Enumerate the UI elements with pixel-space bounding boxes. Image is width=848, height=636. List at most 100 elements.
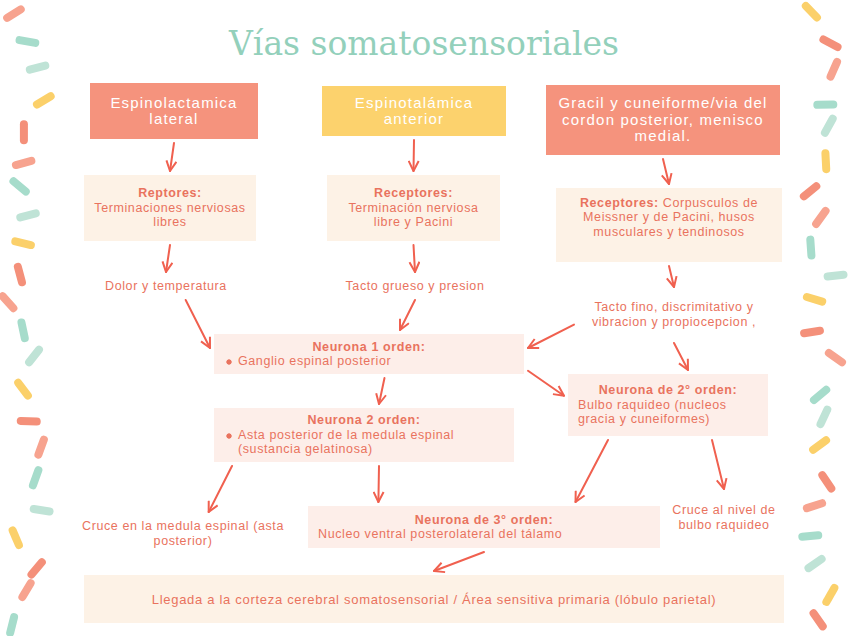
confetti-stroke: [17, 417, 41, 426]
modality-text: Tacto grueso y presion: [325, 276, 505, 296]
confetti-stroke: [808, 435, 832, 456]
receptor-box: Receptores:Terminación nerviosa libre y …: [327, 175, 500, 241]
box-text: Nucleo ventral posterolateral del tálamo: [318, 527, 650, 541]
confetti-stroke: [800, 0, 822, 23]
box-text: Gracil y cuneiforme/via del cordon poste…: [554, 95, 772, 145]
flow-arrow: [209, 466, 232, 512]
confetti-stroke: [17, 318, 30, 343]
cortex-box: Llegada a la corteza cerebral somatosens…: [84, 575, 784, 623]
flow-arrow: [414, 245, 416, 272]
box-text: Terminaciones nerviosas libres: [92, 201, 248, 230]
confetti-stroke: [811, 205, 832, 229]
confetti-stroke: [802, 498, 827, 513]
confetti-stroke: [13, 377, 34, 401]
box-heading: Receptores:: [580, 196, 659, 210]
neuron-box: Neurona 2 orden:Asta posterior de la med…: [214, 408, 514, 462]
box-text: Ganglio espinal posterior: [224, 354, 514, 368]
confetti-stroke: [815, 404, 832, 429]
flow-arrow: [669, 266, 674, 287]
flow-arrow: [413, 140, 416, 171]
flow-arrow: [379, 378, 385, 404]
confetti-stroke: [33, 435, 49, 460]
confetti-stroke: [813, 101, 837, 109]
box-heading: Neurona 1 orden:: [224, 340, 514, 354]
confetti-stroke: [31, 91, 56, 110]
confetti-stroke: [798, 181, 822, 202]
confetti-stroke: [825, 57, 842, 82]
diagram-title: Vías somatosensoriales: [0, 24, 848, 63]
flow-arrow: [528, 325, 574, 348]
confetti-stroke: [7, 525, 24, 550]
flow-arrow: [166, 245, 170, 272]
confetti-stroke: [823, 270, 848, 280]
box-heading: Neurona de 2° orden:: [578, 383, 758, 397]
confetti-stroke: [2, 4, 27, 24]
receptor-box: Reptores:Terminaciones nerviosas libres: [84, 175, 256, 241]
confetti-stroke: [8, 176, 32, 198]
confetti-stroke: [0, 291, 19, 314]
confetti-stroke: [20, 120, 28, 144]
flow-arrow: [528, 371, 564, 396]
box-text: Espinotalámica anterior: [330, 95, 498, 128]
flow-arrow: [576, 440, 608, 502]
confetti-stroke: [808, 608, 828, 632]
box-text: Espinolactamica lateral: [98, 95, 250, 128]
confetti-stroke: [13, 262, 27, 287]
confetti-stroke: [5, 612, 19, 636]
box-heading: Receptores:: [374, 186, 453, 200]
confetti-stroke: [802, 292, 827, 307]
confetti-stroke: [15, 208, 40, 222]
pathway-header: Espinolactamica lateral: [90, 83, 258, 139]
crossing-note: Cruce al nivel de bulbo raquideo: [656, 493, 792, 543]
confetti-stroke: [11, 237, 36, 250]
box-text: Asta posterior de la medula espinal (sus…: [224, 428, 504, 457]
box-text: Bulbo raquideo (nucleos gracia y cuneifo…: [578, 398, 758, 427]
box-text: Tacto fino, discrimitativo y vibracion y…: [582, 300, 766, 330]
confetti-stroke: [15, 36, 40, 48]
flow-arrow: [400, 300, 415, 330]
confetti-stroke: [24, 344, 45, 368]
confetti-stroke: [798, 531, 823, 541]
confetti-stroke: [29, 504, 54, 516]
confetti-stroke: [817, 470, 837, 494]
box-text: Llegada a la corteza cerebral somatosens…: [152, 592, 717, 607]
flow-arrow: [186, 300, 210, 348]
box-text: Tacto grueso y presion: [346, 279, 485, 294]
flow-arrow: [170, 143, 174, 171]
receptor-box: Receptores:Corpusculos de Meissner y de …: [556, 188, 782, 262]
flow-arrow: [674, 343, 688, 370]
confetti-stroke: [11, 156, 36, 170]
box-text: Dolor y temperatura: [105, 279, 227, 294]
flow-arrow: [434, 552, 484, 571]
flow-arrow: [712, 440, 724, 489]
confetti-stroke: [806, 235, 816, 259]
confetti-stroke: [25, 61, 50, 75]
flow-arrow: [663, 159, 669, 184]
confetti-stroke: [818, 34, 843, 52]
box-text: Cruce al nivel de bulbo raquideo: [660, 503, 788, 533]
box-text: Cruce en la medula espinal (asta posteri…: [80, 519, 286, 549]
modality-text: Tacto fino, discrimitativo y vibracion y…: [578, 291, 770, 339]
flow-arrow: [377, 466, 380, 502]
confetti-stroke: [808, 384, 832, 406]
confetti-stroke: [28, 465, 44, 490]
confetti-stroke: [821, 583, 840, 608]
confetti-stroke: [17, 578, 36, 603]
confetti-stroke: [821, 149, 830, 173]
box-heading: Reptores:: [138, 186, 202, 200]
neuron-box: Neurona de 3° orden:Nucleo ventral poste…: [308, 506, 660, 548]
pathway-header: Espinotalámica anterior: [322, 86, 506, 136]
confetti-stroke: [26, 557, 48, 581]
neuron-box: Neurona de 2° orden:Bulbo raquideo (nucl…: [568, 374, 768, 436]
box-heading: Neurona 2 orden:: [224, 413, 504, 427]
modality-text: Dolor y temperatura: [84, 276, 248, 296]
box-heading: Neurona de 3° orden:: [318, 513, 650, 527]
confetti-stroke: [819, 113, 838, 138]
box-text: Terminación nerviosa libre y Pacini: [335, 201, 492, 230]
confetti-stroke: [800, 326, 825, 338]
neuron-box: Neurona 1 orden:Ganglio espinal posterio…: [214, 334, 524, 374]
crossing-note: Cruce en la medula espinal (asta posteri…: [76, 516, 290, 552]
pathway-header: Gracil y cuneiforme/via del cordon poste…: [546, 85, 780, 155]
confetti-stroke: [803, 553, 827, 573]
